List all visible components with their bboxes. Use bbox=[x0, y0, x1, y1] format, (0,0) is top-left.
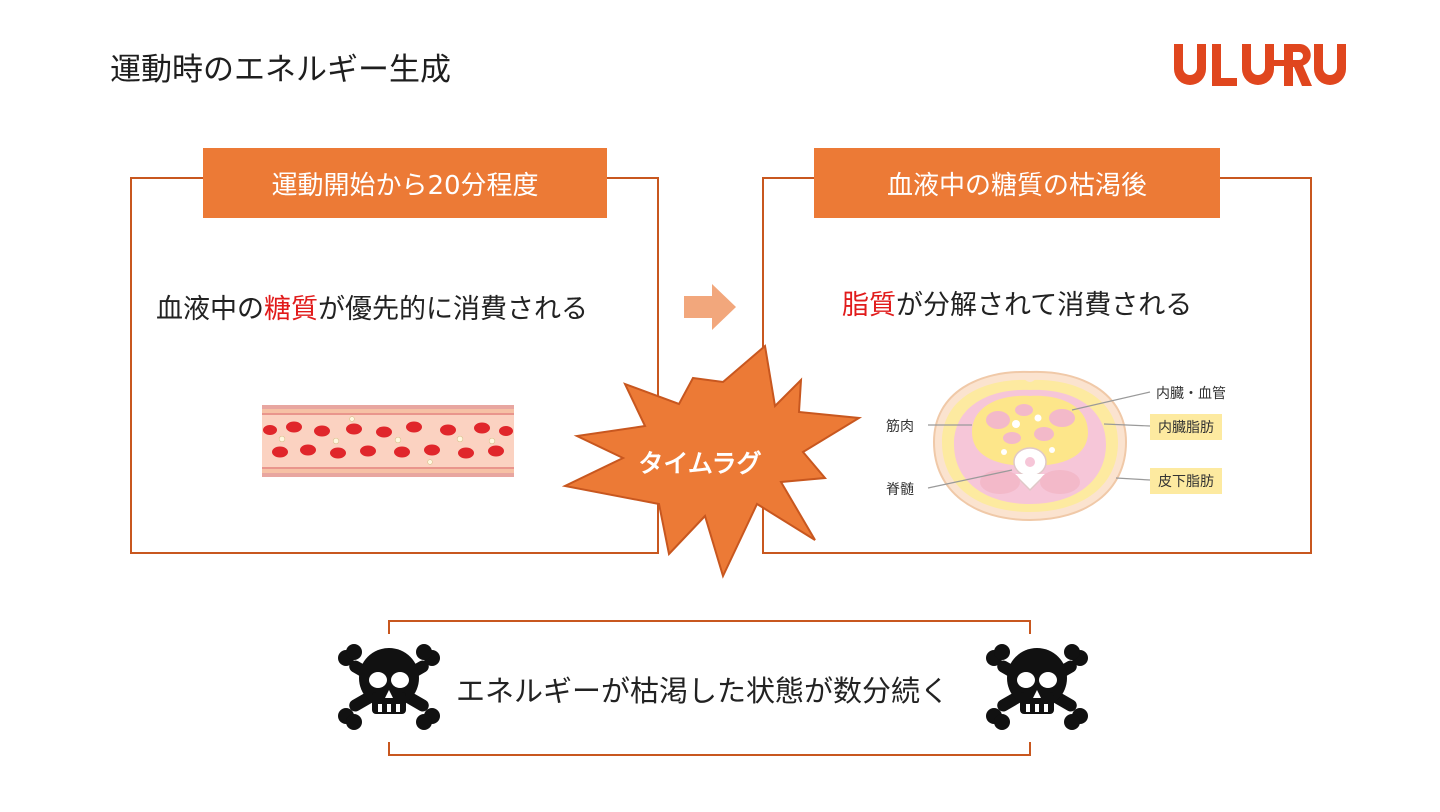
left-desc-after: が優先的に消費される bbox=[318, 294, 588, 325]
bottom-frame-tick-tl bbox=[388, 620, 390, 634]
bottom-frame-tick-br bbox=[1029, 742, 1031, 756]
label-spinal-cord: 脊髄 bbox=[886, 482, 914, 498]
body-cross-section-illustration bbox=[920, 362, 1140, 528]
time-lag-label: タイムラグ bbox=[638, 449, 762, 478]
bottom-message-frame bbox=[388, 620, 1031, 756]
left-panel-tab: 運動開始から20分程度 bbox=[203, 148, 607, 218]
bottom-frame-tick-bl bbox=[388, 742, 390, 756]
bottom-message: エネルギーが枯渇した状態が数分続く bbox=[456, 674, 950, 708]
skull-crossbones-icon bbox=[336, 640, 442, 738]
blood-vessel-illustration bbox=[262, 405, 514, 481]
skull-crossbones-icon bbox=[984, 640, 1090, 738]
left-panel bbox=[130, 177, 659, 554]
bottom-frame-tick-tr bbox=[1029, 620, 1031, 634]
right-desc-highlight: 脂質 bbox=[842, 290, 896, 321]
slide-title: 運動時のエネルギー生成 bbox=[110, 52, 451, 88]
label-organs-vessels: 内臓・血管 bbox=[1156, 386, 1226, 402]
label-visceral-fat: 内臓脂肪 bbox=[1150, 414, 1222, 440]
left-panel-description: 血液中の糖質が優先的に消費される bbox=[156, 287, 588, 326]
label-subcutaneous-fat: 皮下脂肪 bbox=[1150, 468, 1222, 494]
left-desc-before: 血液中の bbox=[156, 294, 264, 325]
ulu-ru-logo-icon bbox=[1174, 44, 1346, 86]
right-panel-description: 脂質が分解されて消費される bbox=[842, 283, 1192, 322]
right-arrow-icon bbox=[682, 282, 738, 336]
ulu-ru-logo bbox=[1172, 40, 1348, 92]
left-desc-highlight: 糖質 bbox=[264, 294, 318, 325]
time-lag-burst bbox=[553, 340, 865, 584]
right-desc-after: が分解されて消費される bbox=[896, 290, 1193, 321]
label-muscle: 筋肉 bbox=[886, 419, 914, 435]
right-panel-tab: 血液中の糖質の枯渇後 bbox=[814, 148, 1220, 218]
